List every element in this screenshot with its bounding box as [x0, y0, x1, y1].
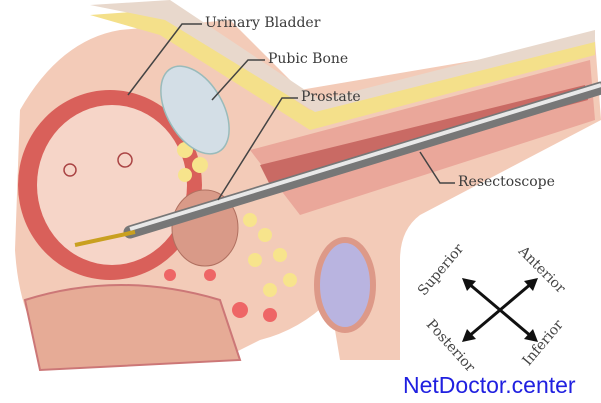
watermark: NetDoctor.center: [403, 372, 576, 398]
bladder-lumen: [37, 105, 187, 265]
testis: [314, 237, 376, 333]
label-pubic-bone: Pubic Bone: [268, 51, 349, 67]
pubic-bone: [160, 65, 230, 155]
orientation-arrows: [467, 281, 533, 339]
rectum: [23, 284, 242, 372]
abdominal-wall: [90, 10, 595, 130]
fat-tissue: [177, 142, 297, 297]
label-prostate: Prostate: [301, 89, 361, 105]
label-urinary-bladder: Urinary Bladder: [205, 15, 321, 31]
resectoscope-shaft: [123, 81, 601, 239]
vessels: [164, 269, 277, 322]
label-resectoscope: Resectoscope: [458, 174, 555, 190]
